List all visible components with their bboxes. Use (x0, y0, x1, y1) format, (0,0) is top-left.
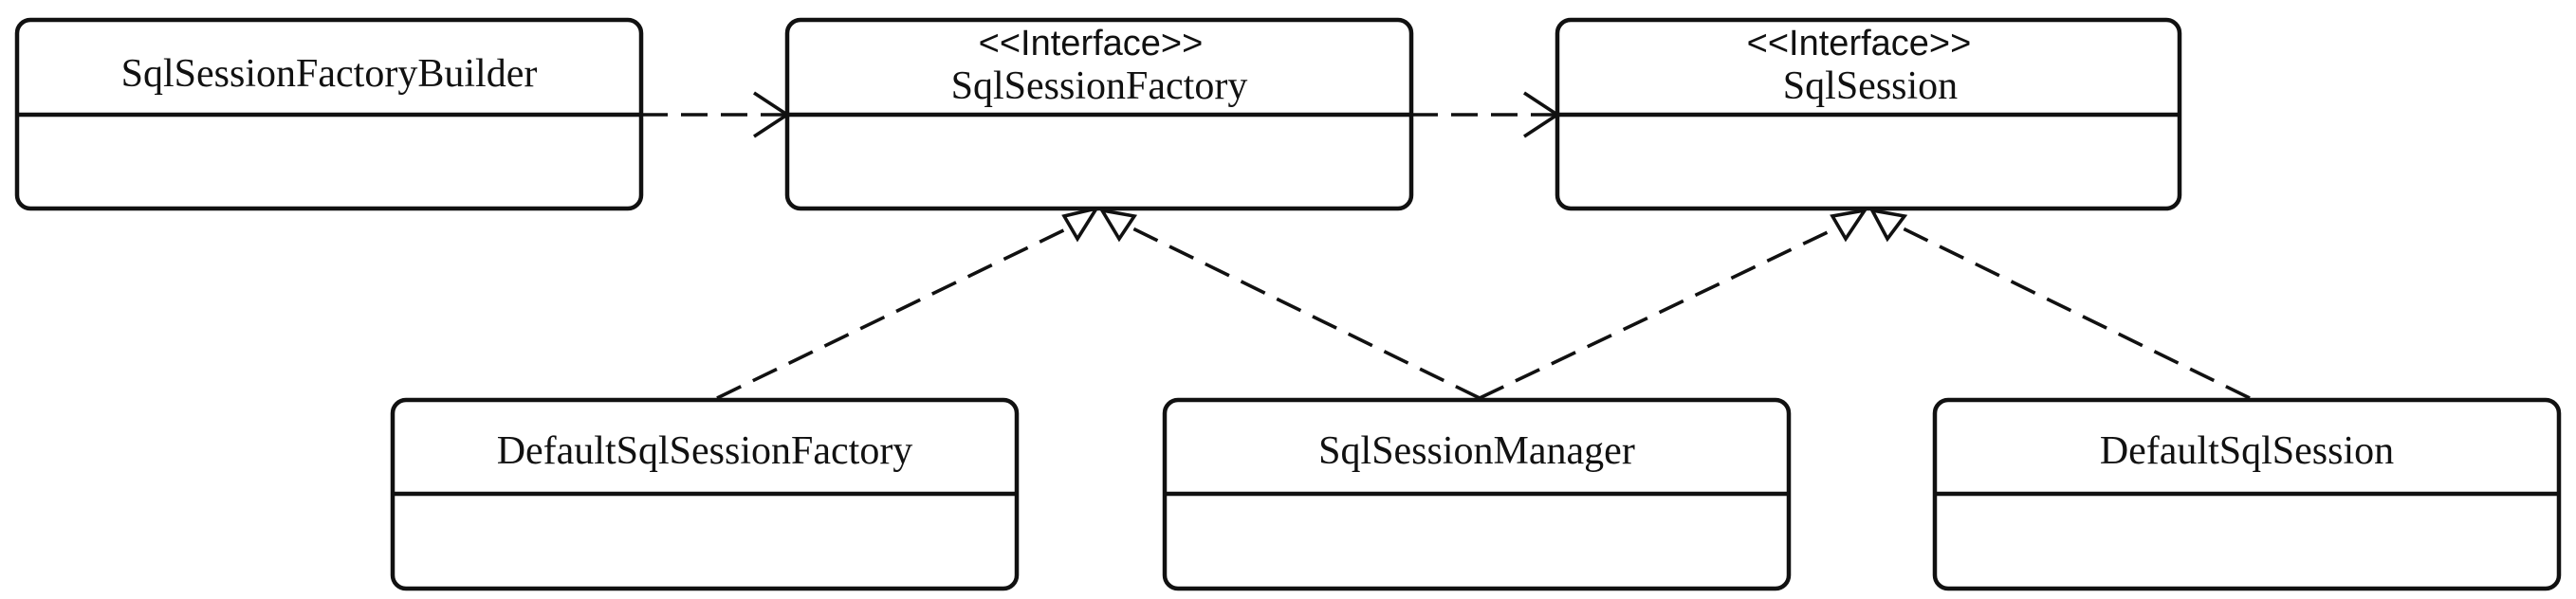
class-defaultsqlsession: DefaultSqlSession (1932, 397, 2562, 591)
class-name: DefaultSqlSessionFactory (497, 429, 913, 473)
stereotype-label: <<Interface>> (979, 24, 1204, 64)
class-sqlsessionmanager: SqlSessionManager (1162, 397, 1792, 591)
class-name: SqlSession (1783, 64, 1958, 108)
class-name: SqlSessionManager (1318, 429, 1635, 473)
class-sqlsession: <<Interface>> SqlSession (1555, 17, 2182, 211)
class-sqlsessionfactory: <<Interface>> SqlSessionFactory (784, 17, 1414, 211)
dependency-builder-to-factory (641, 91, 791, 138)
class-name: SqlSessionFactoryBuilder (121, 52, 538, 96)
realization-manager-to-factory (1098, 208, 1481, 400)
realization-manager-to-session (1479, 208, 1868, 400)
class-name: SqlSessionFactory (951, 64, 1248, 108)
class-sqlsessionfactorybuilder: SqlSessionFactoryBuilder (14, 17, 644, 211)
dependency-factory-to-session (1411, 91, 1561, 138)
realization-defaultsession-to-session (1868, 208, 2251, 400)
class-name: DefaultSqlSession (2100, 429, 2394, 473)
realization-defaultfactory-to-factory (716, 206, 1100, 400)
stereotype-label: <<Interface>> (1747, 24, 1972, 64)
class-defaultsqlsessionfactory: DefaultSqlSessionFactory (390, 397, 1020, 591)
relations (641, 91, 2251, 400)
